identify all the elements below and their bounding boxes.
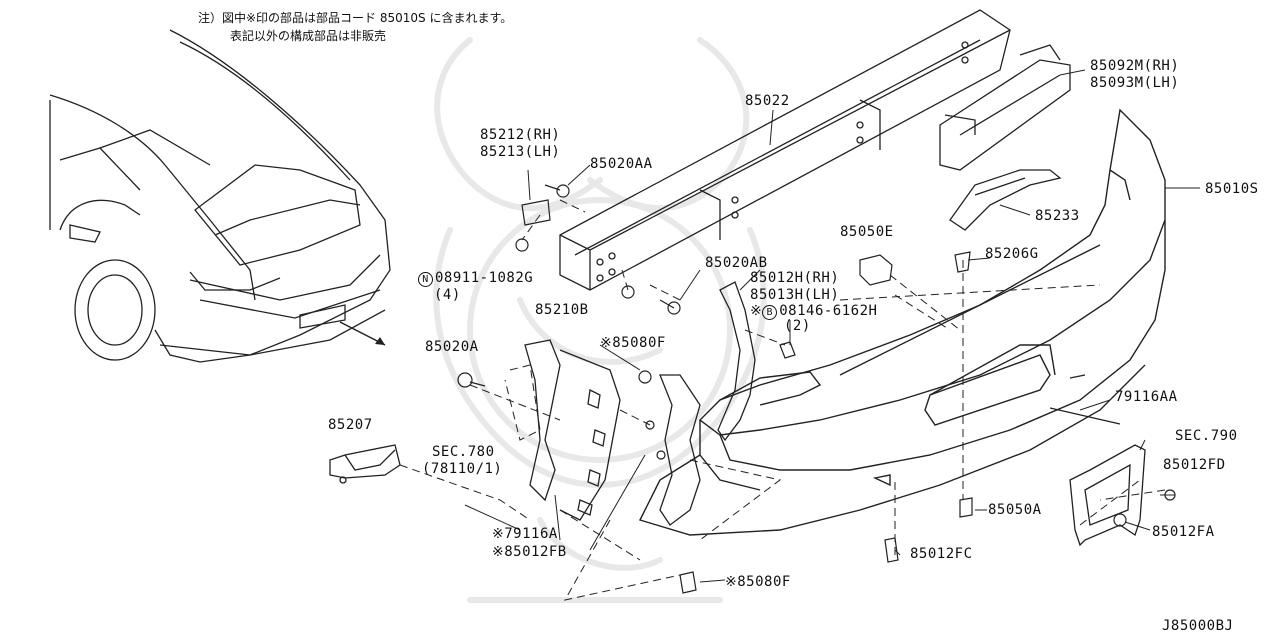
label-85022[interactable]: 85022 xyxy=(745,93,790,109)
label-85212[interactable]: 85212(RH) xyxy=(480,127,561,143)
label-79116a[interactable]: ※79116A xyxy=(492,526,558,542)
label-85207[interactable]: 85207 xyxy=(328,417,373,433)
car-outline xyxy=(49,29,391,363)
label-sec790[interactable]: SEC.790 xyxy=(1175,428,1238,444)
label-85233[interactable]: 85233 xyxy=(1035,208,1080,224)
watermark-logo xyxy=(433,37,767,603)
label-85210b[interactable]: 85210B xyxy=(535,302,589,318)
leader-lines xyxy=(464,69,1200,583)
label-85013h[interactable]: 85013H(LH) xyxy=(750,287,840,303)
label-08911-qty: (4) xyxy=(434,287,461,303)
bracket-85207 xyxy=(329,444,401,484)
label-85012fa[interactable]: 85012FA xyxy=(1152,524,1215,540)
label-85213[interactable]: 85213(LH) xyxy=(480,144,561,160)
label-79116aa[interactable]: 79116AA xyxy=(1115,389,1178,405)
reinforcement-85022 xyxy=(559,9,1011,291)
nut-type-n-icon: N xyxy=(418,272,433,287)
label-85050a[interactable]: 85050A xyxy=(988,502,1042,518)
bolt-type-b-icon: B xyxy=(762,305,778,320)
bracket-sec790 xyxy=(1069,444,1146,547)
label-08911-code: 08911-1082G xyxy=(435,270,534,286)
label-85012fc[interactable]: 85012FC xyxy=(910,546,973,562)
label-85020aa[interactable]: 85020AA xyxy=(590,156,653,172)
label-85050e[interactable]: 85050E xyxy=(840,224,894,240)
view-arrowhead xyxy=(375,337,385,345)
drawing-id: J85000BJ xyxy=(1162,618,1234,634)
label-sec780-ref[interactable]: (78110/1) xyxy=(422,461,503,477)
label-08146-qty: (2) xyxy=(784,318,811,334)
label-85080f-bottom[interactable]: ※85080F xyxy=(725,574,791,590)
bracket-85233 xyxy=(949,169,1062,231)
label-85020a[interactable]: 85020A xyxy=(425,339,479,355)
label-85093m[interactable]: 85093M(LH) xyxy=(1090,75,1180,91)
side-brackets xyxy=(524,281,756,526)
fasteners xyxy=(457,184,1176,594)
label-85012fd[interactable]: 85012FD xyxy=(1163,457,1226,473)
bumper-fascia-85010s xyxy=(639,108,1166,536)
label-85020ab[interactable]: 85020AB xyxy=(705,255,768,271)
note-line-1: 注）図中※印の部品は部品コード 85010S に含まれます。 xyxy=(198,11,513,25)
label-85080f-top[interactable]: ※85080F xyxy=(600,335,666,351)
label-08146-prefix: ※ xyxy=(750,303,763,319)
label-85206g[interactable]: 85206G xyxy=(985,246,1039,262)
label-08146-code: 08146-6162H xyxy=(779,303,878,319)
label-85092m[interactable]: 85092M(RH) xyxy=(1090,58,1180,74)
label-sec780[interactable]: SEC.780 xyxy=(432,444,495,460)
note-line-2: 表記以外の構成部品は非販売 xyxy=(230,29,387,43)
label-85012h[interactable]: 85012H(RH) xyxy=(750,270,840,286)
label-85010s[interactable]: 85010S xyxy=(1205,181,1259,197)
absorber-85092m xyxy=(939,44,1071,171)
dashed-guides xyxy=(399,199,1166,601)
label-85012fb[interactable]: ※85012FB xyxy=(492,544,567,560)
